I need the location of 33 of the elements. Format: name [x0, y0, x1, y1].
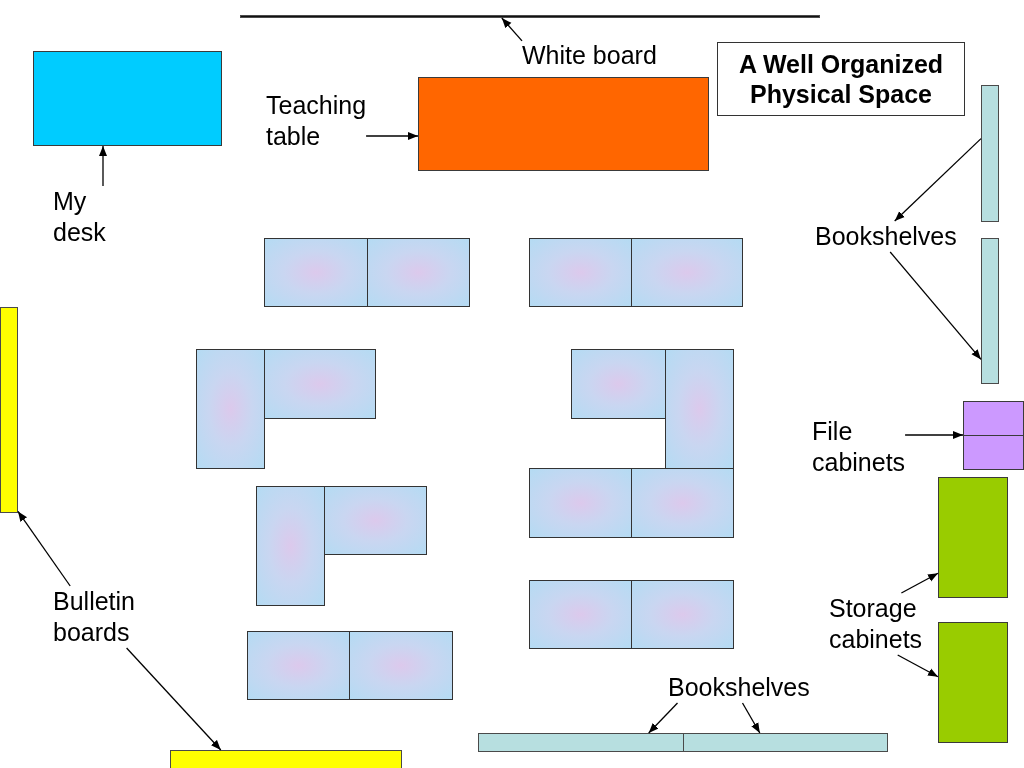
- bookshelf: [981, 85, 999, 222]
- storage-cabinet: [938, 622, 1008, 743]
- arrow: [741, 702, 761, 734]
- teaching-table: [418, 77, 709, 171]
- bookshelf: [478, 733, 684, 752]
- bookshelf: [683, 733, 888, 752]
- callout-label: Bulletin boards: [53, 586, 135, 648]
- arrow: [99, 145, 107, 187]
- bookshelf: [981, 238, 999, 384]
- arrow: [900, 572, 939, 594]
- file-cabinets: [963, 401, 1024, 470]
- callout-label: White board: [522, 40, 657, 71]
- arrow: [17, 510, 71, 587]
- callout-label: My desk: [53, 186, 106, 248]
- arrow: [648, 702, 679, 734]
- callout-label: Bookshelves: [668, 672, 810, 703]
- arrow: [894, 137, 982, 222]
- teacher-desk: [33, 51, 222, 146]
- whiteboard: [240, 15, 820, 18]
- arrow: [897, 654, 939, 678]
- bulletin-board: [170, 750, 402, 768]
- arrow: [501, 17, 523, 42]
- callout-label: Teaching table: [266, 90, 367, 152]
- callout-label: Storage cabinets: [829, 593, 923, 655]
- callout-label: Bookshelves: [815, 221, 957, 252]
- bulletin-board: [0, 307, 18, 513]
- arrow: [125, 647, 222, 751]
- arrow: [889, 251, 982, 361]
- title: A Well Organized Physical Space: [717, 42, 965, 116]
- arrow: [365, 132, 419, 140]
- storage-cabinet: [938, 477, 1008, 598]
- arrow: [904, 431, 964, 439]
- callout-label: File cabinets: [812, 416, 906, 478]
